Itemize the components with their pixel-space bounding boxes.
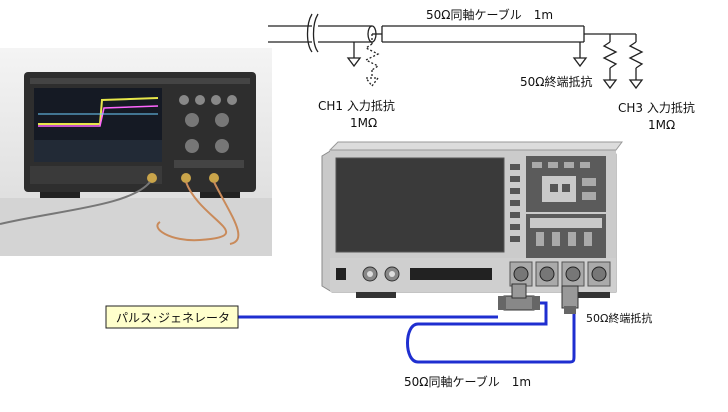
oscilloscope-drawing — [321, 141, 623, 298]
pulse-generator: パルス･ジェネレータ — [105, 305, 239, 329]
termination-connector — [561, 285, 579, 314]
coax-schematic — [268, 13, 644, 80]
ch1-resistance: 1MΩ — [350, 116, 377, 130]
ground-symbol — [346, 57, 644, 90]
oscilloscope-photo — [0, 48, 272, 256]
generator-label: パルス･ジェネレータ — [116, 311, 230, 325]
wiring-cable-label: 50Ω同軸ケーブル 1m — [404, 374, 531, 389]
schematic-termination-label: 50Ω終端抵抗 — [520, 74, 592, 89]
ch3-resistance: 1MΩ — [648, 118, 675, 132]
wiring-termination-label: 50Ω終端抵抗 — [586, 311, 652, 325]
blue-cable — [238, 301, 576, 364]
schematic-cable-label: 50Ω同軸ケーブル 1m — [426, 7, 553, 22]
ch1-label: CH1 入力抵抗 — [318, 98, 395, 113]
t-connector — [498, 283, 540, 311]
ch3-label: CH3 入力抵抗 — [618, 100, 695, 115]
